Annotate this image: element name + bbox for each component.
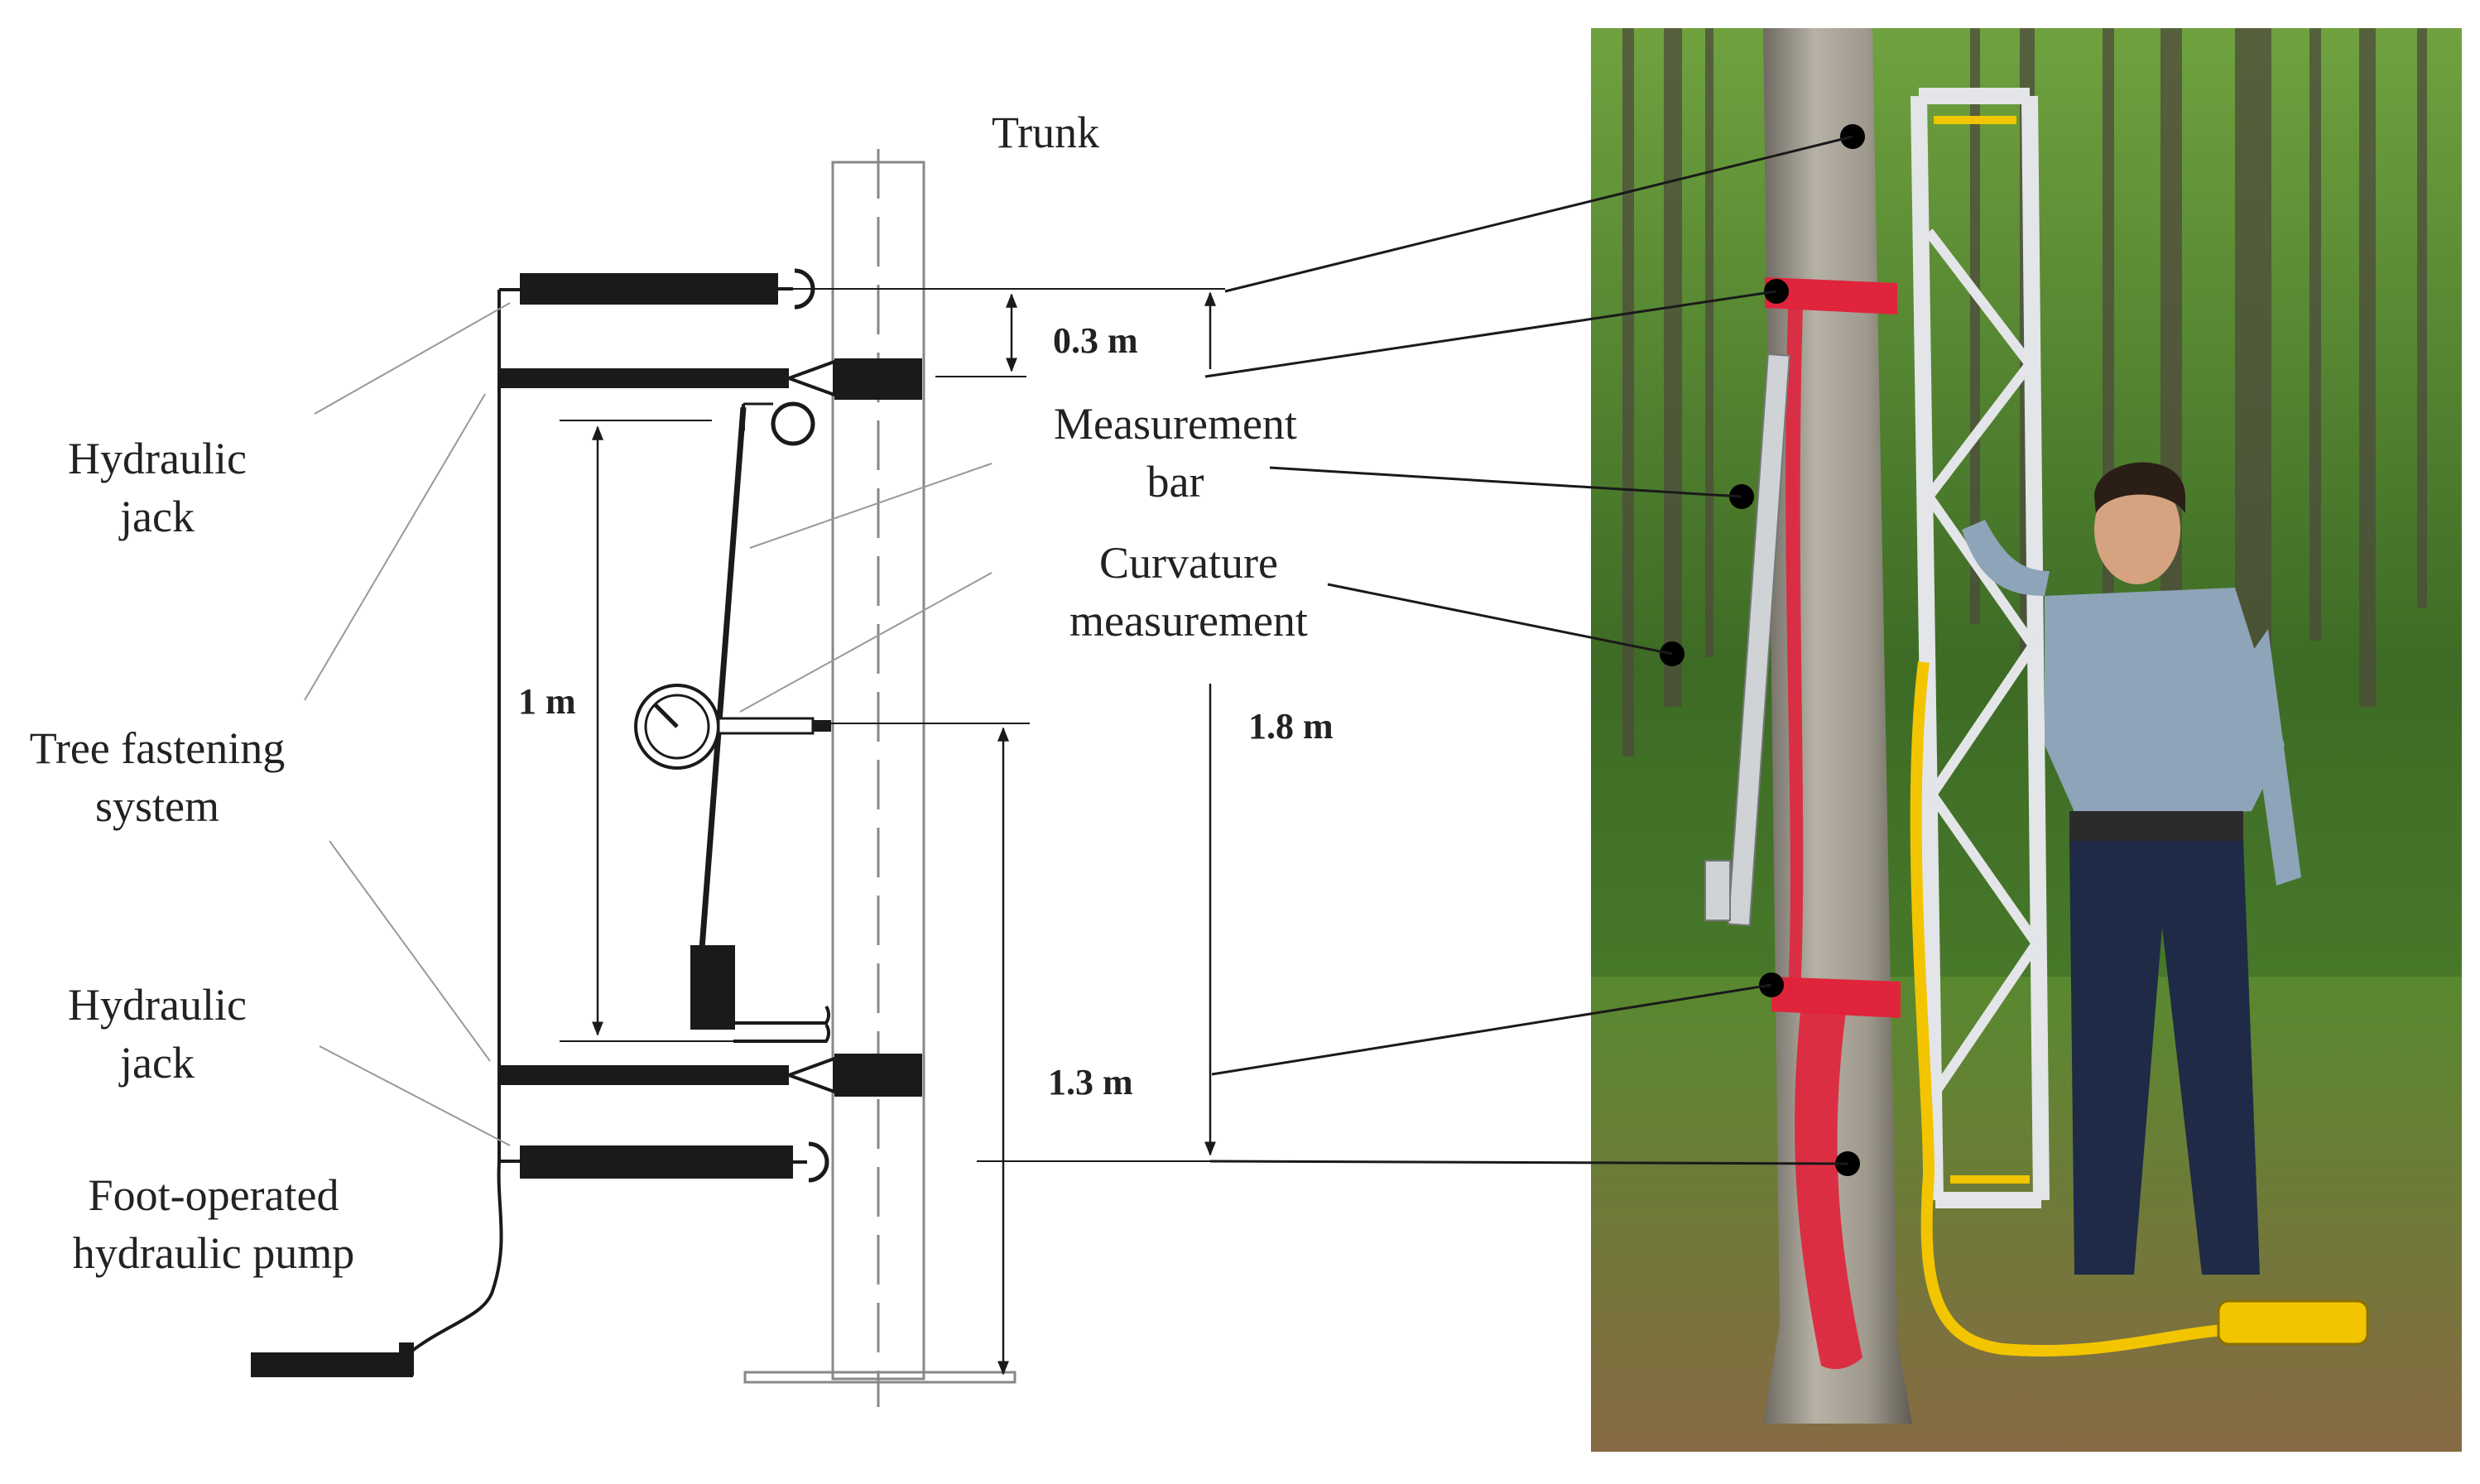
label-line: Tree fastening xyxy=(30,723,285,773)
label-line: Hydraulic xyxy=(68,434,247,483)
hydraulic-jack-top-shape xyxy=(520,268,815,310)
field-photo xyxy=(1591,28,2462,1452)
foot-pump-label: Foot-operated hydraulic pump xyxy=(73,1170,354,1278)
person xyxy=(1962,462,2301,1275)
aluminium-frame xyxy=(1910,88,2050,1208)
tree-fastening-system-label: Tree fastening system xyxy=(30,723,285,831)
dimension-1m: 1 m xyxy=(518,681,576,722)
label-line: Measurement xyxy=(1054,399,1297,449)
dimension-lines xyxy=(560,288,1225,1376)
label-line: measurement xyxy=(1069,596,1308,646)
hydraulic-pump xyxy=(2217,1299,2369,1346)
label-line: Foot-operated xyxy=(89,1170,339,1220)
connector-lines xyxy=(1204,135,1853,1165)
label-line: Curvature xyxy=(1099,538,1278,588)
label-line: jack xyxy=(118,1038,195,1088)
trunk-label: Trunk xyxy=(992,108,1099,157)
trunk-outline xyxy=(743,149,1017,1407)
foot-pump-shape xyxy=(251,1160,503,1377)
hydraulic-jack-bottom-label: Hydraulic jack xyxy=(68,980,247,1088)
hydraulic-jack-bottom-shape xyxy=(520,1141,829,1183)
hydraulic-hose xyxy=(1910,661,2236,1357)
red-straps xyxy=(1765,277,1901,1370)
leader-lines-grey xyxy=(304,302,992,1146)
frame xyxy=(497,288,520,1163)
dimension-1-8m: 1.8 m xyxy=(1248,706,1334,747)
label-line: Hydraulic xyxy=(68,980,247,1030)
dial-gauge-icon xyxy=(634,684,831,770)
ground xyxy=(1591,977,2462,1452)
hydraulic-jack-top-label: Hydraulic jack xyxy=(68,434,247,541)
dimension-0-3m: 0.3 m xyxy=(1053,320,1138,361)
tree-fastening-top-shape xyxy=(499,358,922,400)
dimension-1-3m: 1.3 m xyxy=(1048,1062,1133,1102)
measurement-bar-label: Measurement bar xyxy=(1054,399,1297,507)
label-line: jack xyxy=(118,492,195,541)
label-line: system xyxy=(95,781,219,831)
measurement-bar-shape xyxy=(690,401,831,1043)
schematic: Trunk Hydraulic jack Tree fastening syst… xyxy=(30,108,1334,1407)
tree-fastening-bottom-shape xyxy=(499,1054,922,1097)
background-trees xyxy=(1622,28,2427,756)
frame-yellow-marks xyxy=(1934,116,2030,1184)
photo-measurement-bar xyxy=(1704,353,1790,927)
label-line: bar xyxy=(1147,457,1204,507)
label-line: hydraulic pump xyxy=(73,1228,354,1278)
curvature-measurement-label: Curvature measurement xyxy=(1069,538,1308,646)
